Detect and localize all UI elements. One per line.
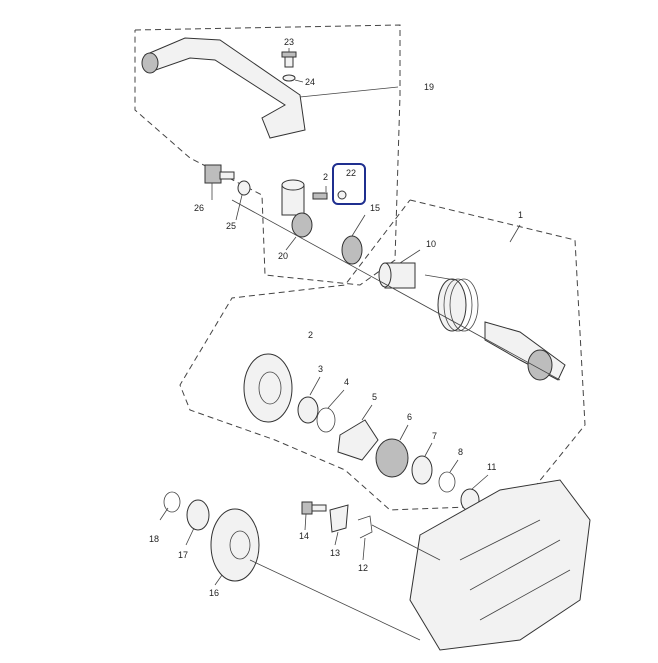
kick-lever: [141, 37, 306, 139]
label-21: 2: [323, 172, 328, 182]
label-25: 25: [226, 221, 236, 231]
guide-13: [329, 504, 349, 533]
label-18: 18: [149, 534, 159, 544]
washer-15: [341, 235, 363, 265]
label-4: 4: [344, 377, 349, 387]
clip-8: [438, 471, 456, 493]
label-20: 20: [278, 251, 288, 261]
label-24: 24: [305, 77, 315, 87]
clip-18: [163, 491, 181, 513]
collar-10: [378, 262, 416, 289]
kick-boss-20: [281, 179, 313, 238]
label-7: 7: [432, 431, 437, 441]
label-19: 19: [424, 82, 434, 92]
label-5: 5: [372, 392, 377, 402]
label-8: 8: [458, 447, 463, 457]
label-10: 10: [426, 239, 436, 249]
kick-shaft: [484, 321, 566, 381]
clip-4: [316, 407, 336, 433]
torsion-spring-9: [424, 274, 479, 332]
washer-17: [186, 499, 210, 531]
group-1-outline: [179, 199, 586, 511]
kick-gear-2: [243, 353, 293, 423]
label-17: 17: [178, 550, 188, 560]
group-19-outline: [134, 24, 401, 286]
label-14: 14: [299, 531, 309, 541]
label-6: 6: [407, 412, 412, 422]
ratchet-5: [337, 419, 379, 461]
label-22: 22: [346, 168, 356, 178]
label-13: 13: [330, 548, 340, 558]
leader-lines: [159, 48, 561, 641]
label-15: 15: [370, 203, 380, 213]
label-1: 1: [518, 210, 523, 220]
bolt-23: [281, 51, 297, 68]
ball-22: [337, 190, 347, 200]
clamp-12: [357, 515, 373, 539]
washer-7: [411, 455, 433, 485]
bolt-26: [204, 164, 235, 184]
washer-3: [297, 396, 319, 424]
label-16: 16: [209, 588, 219, 598]
highlight-box-22: [332, 163, 366, 205]
washer-25: [237, 180, 251, 196]
label-23: 23: [284, 37, 294, 47]
label-26: 26: [194, 203, 204, 213]
label-3: 3: [318, 364, 323, 374]
spring-6: [375, 438, 409, 478]
bolt-14: [301, 501, 327, 515]
crankcase: [409, 479, 591, 651]
label-12: 12: [358, 563, 368, 573]
spring-21: [312, 192, 328, 200]
washer-24: [282, 74, 296, 82]
label-11: 11: [487, 462, 496, 472]
idle-gear-16: [210, 508, 260, 582]
label-2: 2: [308, 330, 313, 340]
